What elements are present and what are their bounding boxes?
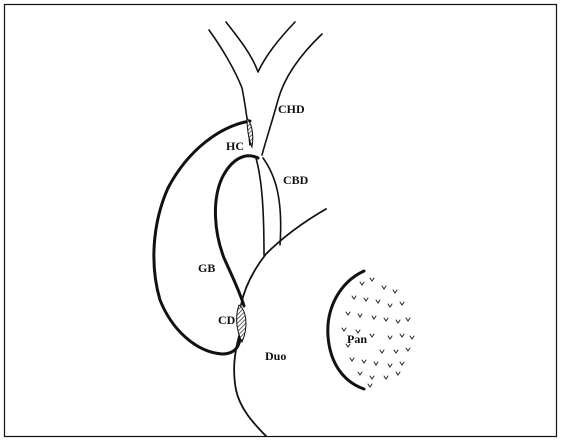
label-duo: Duo: [265, 349, 286, 363]
label-cd: CD: [218, 313, 236, 327]
label-hc: HC: [226, 139, 244, 153]
label-pan: Pan: [347, 332, 367, 346]
label-gb: GB: [198, 261, 215, 275]
label-chd: CHD: [278, 102, 305, 116]
label-cbd: CBD: [283, 173, 309, 187]
